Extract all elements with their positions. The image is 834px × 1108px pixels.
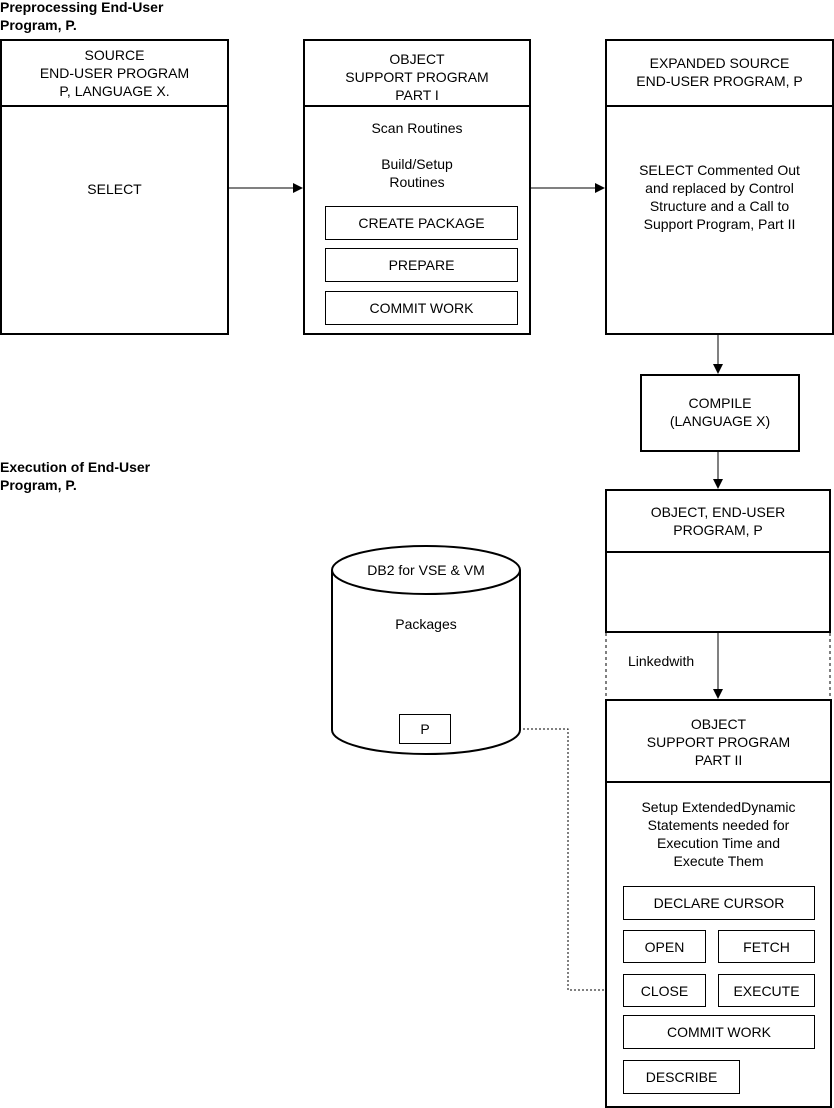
statement-describe: DESCRIBE — [623, 1060, 740, 1094]
object-program-title: OBJECT, END-USER PROGRAM, P — [650, 504, 786, 538]
statement-execute: EXECUTE — [718, 974, 815, 1007]
routine-commit-work: COMMIT WORK — [325, 291, 518, 325]
statement-declare-cursor: DECLARE CURSOR — [623, 886, 815, 920]
expanded-divider — [607, 105, 832, 107]
package-p: P — [399, 714, 451, 744]
object-program-box: OBJECT, END-USER PROGRAM, P — [605, 489, 831, 633]
osp1-scan-routines: Scan Routines — [371, 120, 463, 136]
database-title: DB2 for VSE & VM — [367, 562, 485, 578]
routine-prepare: PREPARE — [325, 248, 518, 282]
expanded-source-body: SELECT Commented Out and replaced by Con… — [639, 162, 800, 232]
osp1-build-routines: Build/Setup Routines — [381, 156, 453, 190]
object-divider — [607, 551, 829, 553]
compile-text: COMPILE (LANGUAGE X) — [669, 395, 771, 429]
osp1-divider — [305, 105, 529, 107]
statement-close: CLOSE — [623, 974, 706, 1007]
compile-box: COMPILE (LANGUAGE X) — [640, 374, 800, 452]
database-packages-label: Packages — [395, 616, 457, 632]
source-program-box: SOURCE END-USER PROGRAM P, LANGUAGE X. S… — [0, 39, 229, 335]
dotted-arrow-to-package — [457, 724, 612, 991]
osp2-body: Setup ExtendedDynamic Statements needed … — [641, 799, 796, 869]
osp2-divider — [607, 781, 830, 783]
heading-execution: Execution of End-User Program, P. — [0, 459, 151, 493]
expanded-source-title: EXPANDED SOURCE END-USER PROGRAM, P — [636, 55, 803, 89]
osp1-box: OBJECT SUPPORT PROGRAM PART I Scan Routi… — [303, 39, 531, 335]
statement-fetch: FETCH — [718, 930, 815, 963]
statement-open: OPEN — [623, 930, 706, 963]
source-select-text: SELECT — [87, 181, 142, 197]
statement-commit-work: COMMIT WORK — [623, 1015, 815, 1049]
source-divider — [2, 105, 227, 107]
source-program-title: SOURCE END-USER PROGRAM P, LANGUAGE X. — [39, 47, 190, 99]
heading-preprocessing: Preprocessing End-User Program, P. — [0, 0, 164, 33]
osp1-title: OBJECT SUPPORT PROGRAM PART I — [345, 51, 489, 103]
osp2-title: OBJECT SUPPORT PROGRAM PART II — [646, 716, 791, 768]
expanded-source-box: EXPANDED SOURCE END-USER PROGRAM, P SELE… — [605, 39, 834, 335]
routine-create-package: CREATE PACKAGE — [325, 206, 518, 240]
linked-with-label: Linkedwith — [628, 653, 695, 669]
